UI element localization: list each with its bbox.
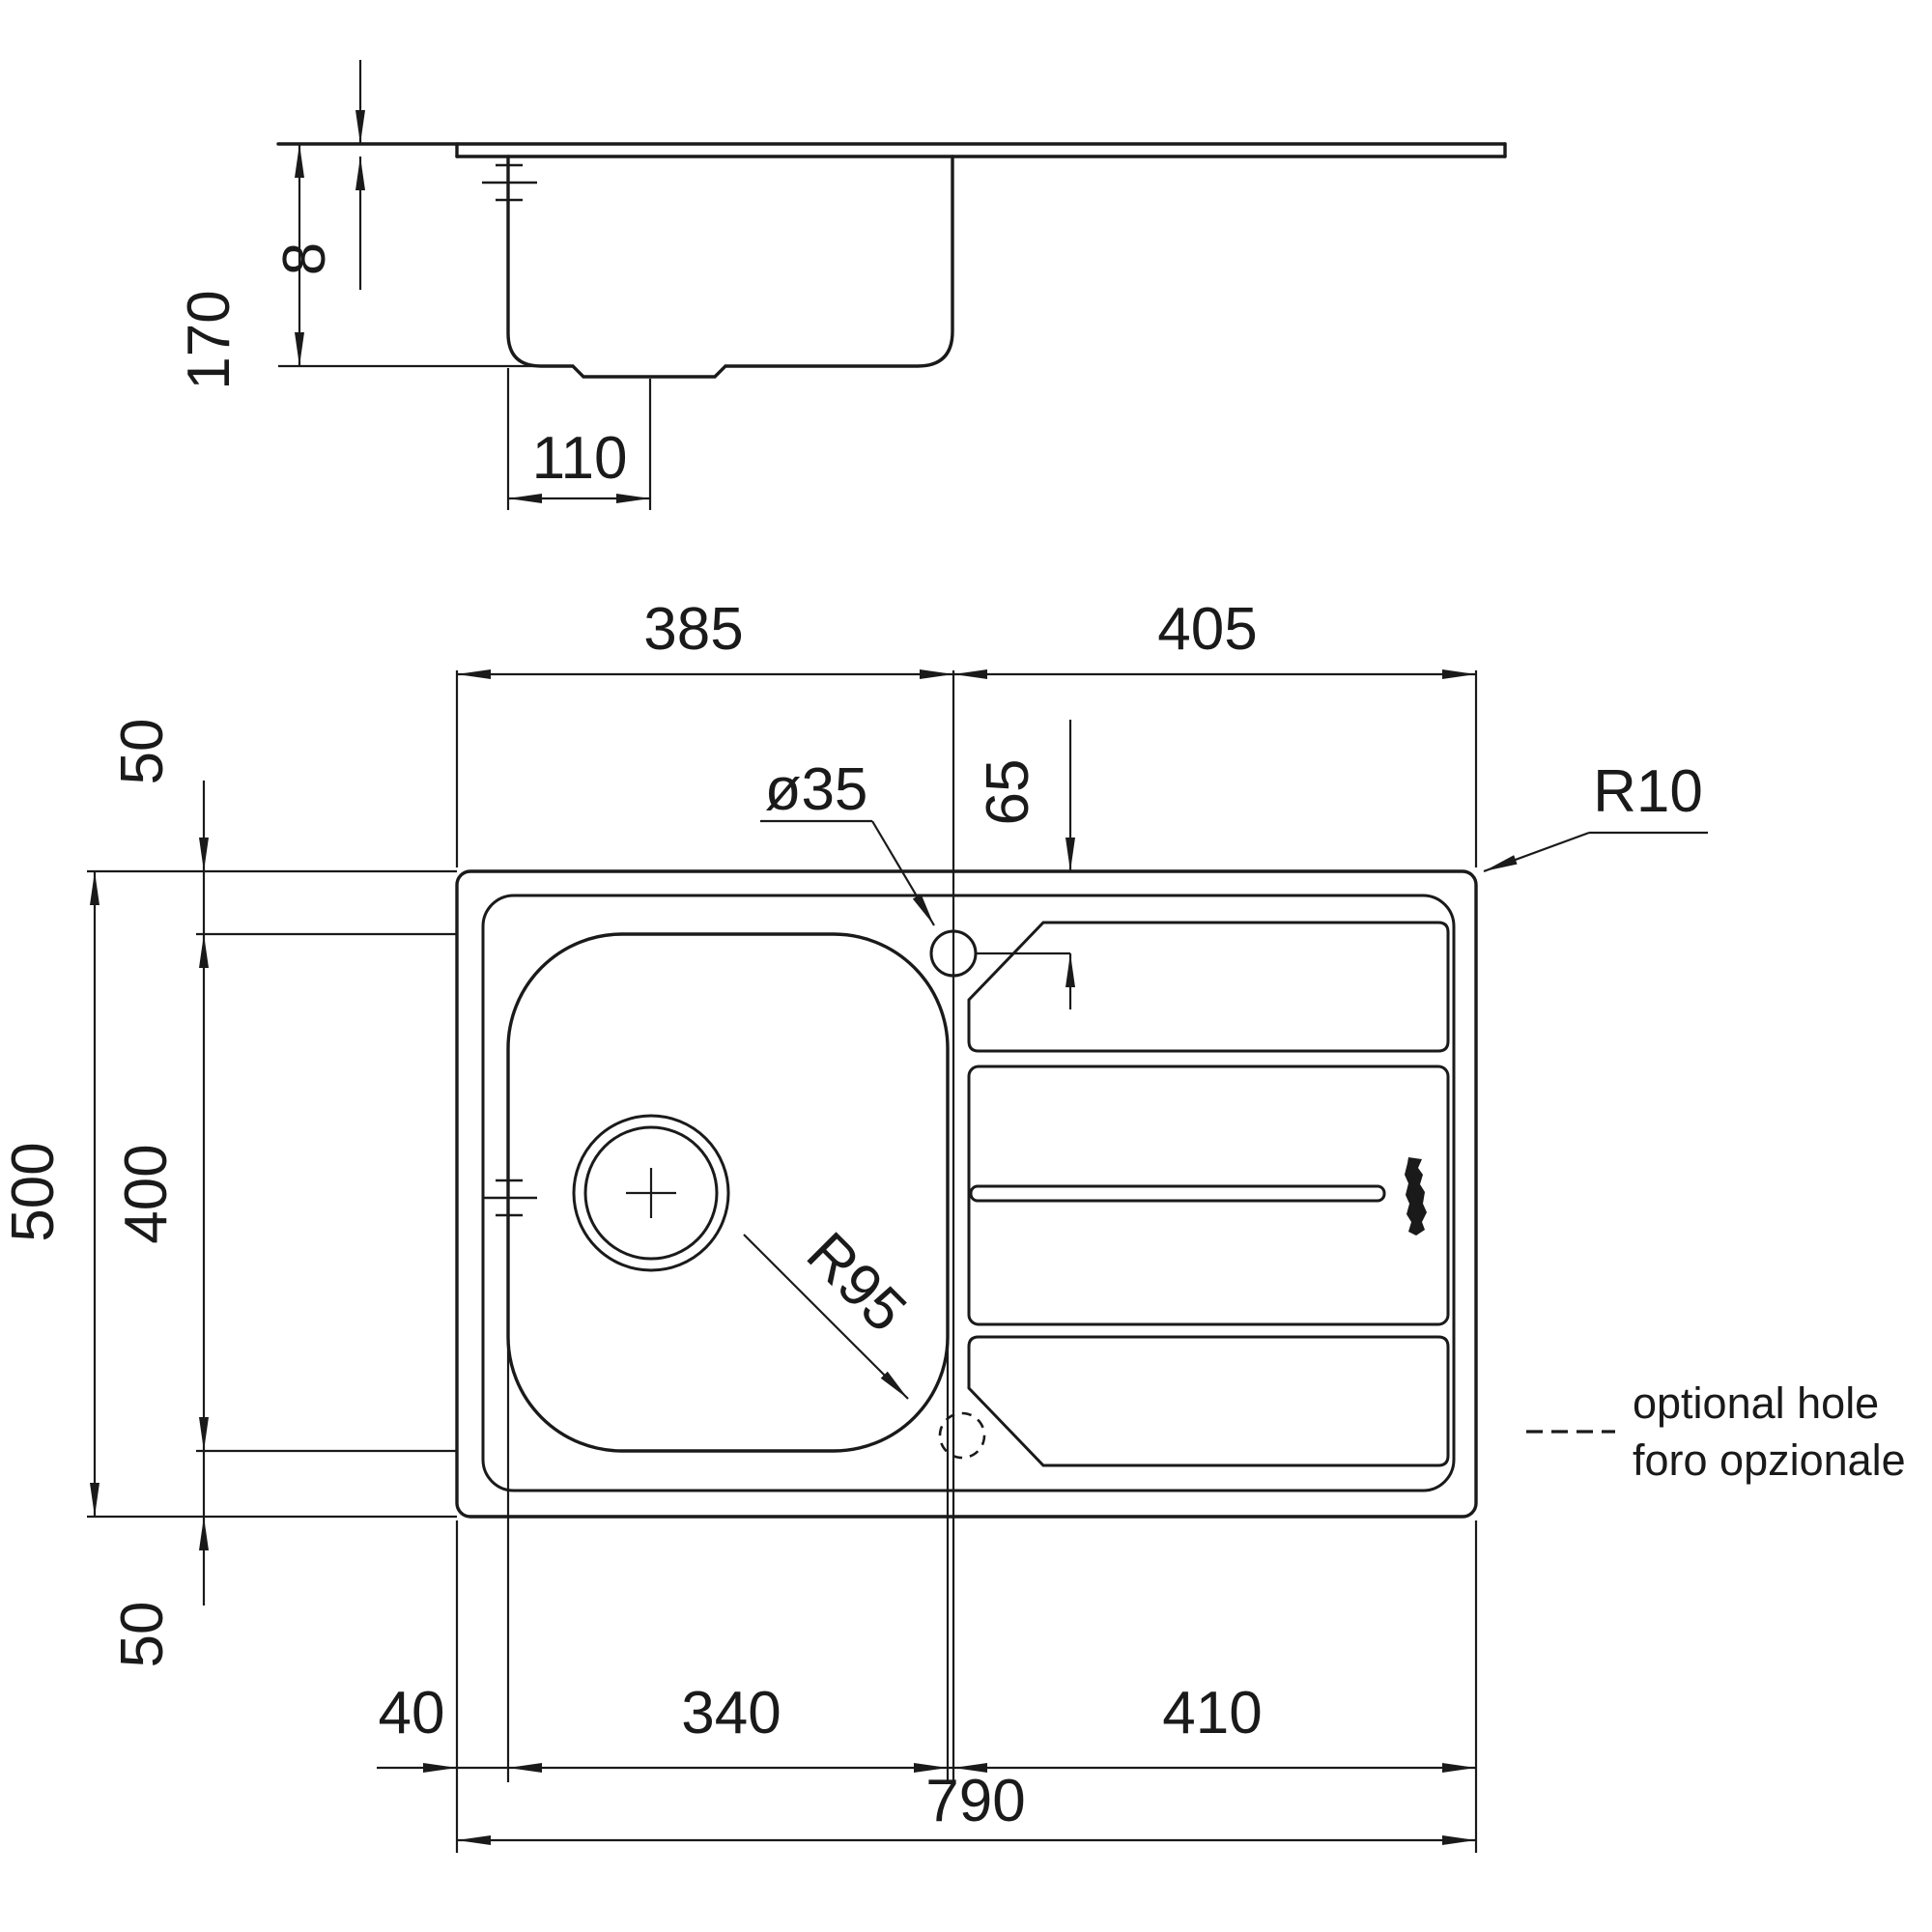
dim-right-span-label: 405	[1157, 596, 1257, 663]
bowl-radius-leader: R95	[743, 1220, 919, 1400]
legend-optional-hole-en: optional hole	[1633, 1378, 1879, 1428]
dim-tap-setback-label: 65	[975, 759, 1041, 826]
legend: optional hole foro opzionale	[1526, 1378, 1906, 1485]
corner-radius-label: R10	[1593, 758, 1703, 825]
drain-outer-circle	[572, 1114, 730, 1272]
dim-tap-setback: 65	[975, 720, 1075, 1009]
plan-view	[455, 869, 1478, 1519]
drain-inner-circle	[583, 1125, 719, 1261]
dim-section-rim-height-label: 8	[271, 242, 338, 275]
optional-hole	[938, 1411, 986, 1460]
section-bowl-profile	[506, 155, 954, 379]
dim-left-margin-label: 40	[379, 1680, 445, 1747]
tap-diameter-leader: ø35	[760, 756, 935, 926]
sink-outline	[455, 869, 1478, 1519]
drainboard-panel-1	[967, 921, 1450, 1053]
dim-top-chain: 385 405	[457, 596, 1476, 679]
sink-inner-rim	[481, 894, 1456, 1492]
dim-section-drain-offset: 110	[506, 368, 652, 510]
section-weld-ticks	[482, 163, 537, 202]
dim-section-depth: 170	[176, 144, 573, 390]
plan-dimensions: 385 405 65 ø35 R10 R95	[0, 596, 1708, 1853]
dim-top-margin-label: 50	[109, 719, 176, 785]
drain-center-cross	[626, 1168, 676, 1218]
drainboard-groove	[969, 1184, 1386, 1203]
extension-lines	[87, 670, 1478, 1853]
section-view: 170 8 110	[176, 60, 1507, 510]
dim-bottom-margin-label: 50	[109, 1602, 176, 1668]
dim-bottom-chain: 40 340 410 790	[377, 1680, 1476, 1845]
bowl-radius-label: R95	[794, 1220, 919, 1345]
dim-drainer-span-label: 410	[1162, 1680, 1262, 1747]
dim-section-drain-offset-label: 110	[532, 425, 628, 492]
dim-left-stack: 50 400 500 50	[0, 719, 209, 1668]
dim-section-depth-label: 170	[176, 290, 242, 389]
dim-section-rim-height: 8	[271, 60, 365, 290]
dim-overall-width-label: 790	[925, 1768, 1025, 1834]
drainboard	[967, 921, 1450, 1467]
tap-diameter-label: ø35	[765, 756, 868, 823]
drainboard-panel-2	[967, 1065, 1450, 1326]
dim-overall-depth-label: 500	[0, 1142, 67, 1241]
dim-bowl-length-label: 400	[113, 1144, 180, 1243]
brand-mark	[1405, 1157, 1427, 1236]
plan-weld-ticks	[482, 1179, 537, 1217]
dim-left-span-label: 385	[643, 596, 743, 663]
dim-bowl-width-label: 340	[681, 1680, 781, 1747]
legend-optional-hole-it: foro opzionale	[1633, 1435, 1906, 1485]
drain	[572, 1114, 730, 1272]
corner-radius-leader: R10	[1483, 758, 1708, 873]
bowl-outline	[506, 932, 950, 1453]
drainboard-panel-3	[967, 1335, 1450, 1467]
